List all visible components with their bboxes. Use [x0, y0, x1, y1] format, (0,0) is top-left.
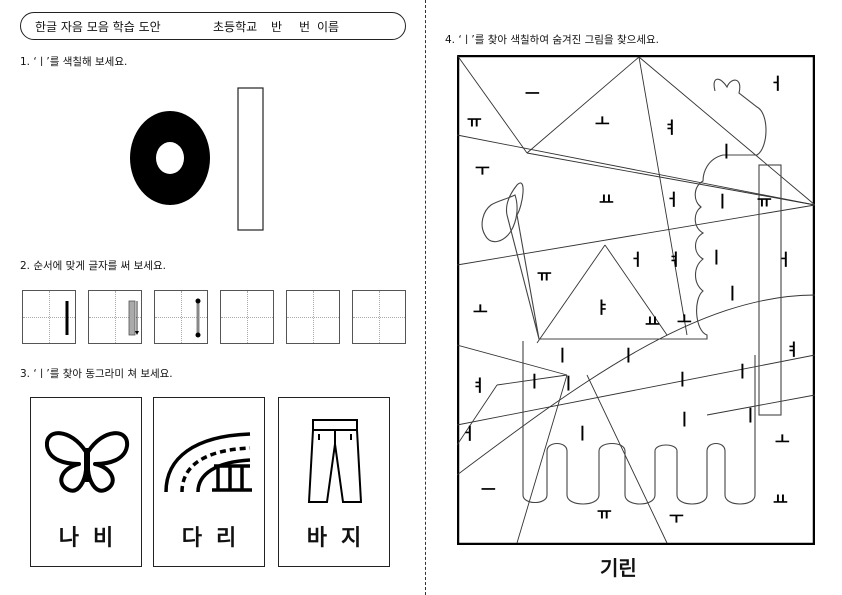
vowel-mark: ㅗ [775, 430, 790, 449]
number-label: 번 [299, 19, 311, 34]
word-card[interactable]: 다리 [153, 397, 265, 567]
vowel-mark: ㅠ [537, 266, 552, 285]
vowel-mark: ㅗ [595, 112, 610, 131]
card-word: 나비 [58, 526, 128, 551]
vowel-mark: ㅣ [675, 370, 690, 389]
vowel-mark: ㅡ [481, 480, 496, 499]
vowel-mark: ㅕ [471, 376, 486, 395]
vowel-mark: ㅡ [525, 84, 540, 103]
vowel-mark: ㅓ [629, 250, 644, 269]
vowel-mark: ㅣ [725, 284, 740, 303]
vowel-mark: ㅠ [757, 192, 772, 211]
vowel-mark: ㅑ [595, 298, 610, 317]
page-divider [425, 0, 426, 595]
card-word: 바지 [306, 526, 376, 551]
syllable-coloring[interactable] [120, 80, 280, 240]
hidden-picture-puzzle[interactable]: ㅡ ㅓ ㅠ ㅗ ㅕ ㅜ ㅛ ㅓ ㅣ ㅣ ㅠ ㅓ ㅕ ㅣ ㅓ ㅠ ㅑ ㅣ ㅗ ㅛ … [456, 54, 816, 546]
vowel-mark: ㅣ [561, 374, 576, 393]
writing-cell[interactable] [22, 290, 76, 344]
vowel-mark: ㅜ [669, 508, 684, 527]
bridge-icon [164, 432, 252, 493]
vowel-mark: ㅜ [475, 160, 490, 179]
section4-instruction: 4. ‘ㅣ’를 찾아 색칠하여 숨겨진 그림을 찾으세요. [445, 34, 659, 46]
word-card[interactable]: 바지 [278, 397, 390, 567]
vowel-mark: ㅣ [621, 346, 636, 365]
word-card[interactable]: 나비 [30, 397, 142, 567]
i-vowel-shape [237, 87, 264, 231]
writing-cell[interactable] [286, 290, 340, 344]
butterfly-icon [44, 431, 130, 493]
vowel-mark: ㅠ [467, 112, 482, 131]
vowel-mark: ㅗ [677, 310, 692, 329]
class-label: 반 [271, 19, 283, 34]
writing-cell[interactable] [220, 290, 274, 344]
vowel-mark: ㅣ [555, 346, 570, 365]
vowel-mark: ㅣ [743, 406, 758, 425]
vowel-mark: ㅣ [709, 248, 724, 267]
vowel-mark: ㅣ [719, 142, 734, 161]
header-box: 한글 자음 모음 학습 도안 초등학교 반 번 이름 [20, 12, 406, 40]
vowel-mark: ㅣ [527, 372, 542, 391]
vowel-mark: ㅣ [575, 424, 590, 443]
writing-cell[interactable] [154, 290, 208, 344]
vowel-mark: ㅓ [665, 190, 680, 209]
answer-caption: 기린 [600, 556, 637, 580]
vowel-mark: ㅕ [785, 340, 800, 359]
worksheet-title: 한글 자음 모음 학습 도안 [35, 19, 161, 34]
vowel-mark: ㅕ [667, 250, 682, 269]
vowel-mark: ㅕ [663, 118, 678, 137]
vowel-mark: ㅛ [599, 190, 614, 209]
name-label: 이름 [317, 19, 340, 34]
writing-cell[interactable] [352, 290, 406, 344]
vowel-mark: ㅠ [597, 504, 612, 523]
section2-instruction: 2. 순서에 맞게 글자를 써 보세요. [20, 260, 166, 272]
section3-instruction: 3. ‘ㅣ’를 찾아 동그라미 쳐 보세요. [20, 368, 173, 380]
writing-cell[interactable] [88, 290, 142, 344]
vowel-mark: ㅓ [769, 74, 784, 93]
school-label: 초등학교 [213, 19, 258, 34]
vowel-mark: ㅗ [473, 300, 488, 319]
vowel-mark: ㅣ [677, 410, 692, 429]
vowel-mark: ㅣ [735, 362, 750, 381]
vowel-mark: ㅓ [461, 424, 476, 443]
pants-icon [307, 419, 363, 503]
vowel-mark: ㅣ [715, 192, 730, 211]
vowel-mark: ㅓ [777, 250, 792, 269]
card-word: 다리 [181, 526, 251, 551]
vowel-mark: ㅛ [645, 312, 660, 331]
vowel-mark: ㅛ [773, 490, 788, 509]
section1-instruction: 1. ‘ㅣ’를 색칠해 보세요. [20, 56, 128, 68]
